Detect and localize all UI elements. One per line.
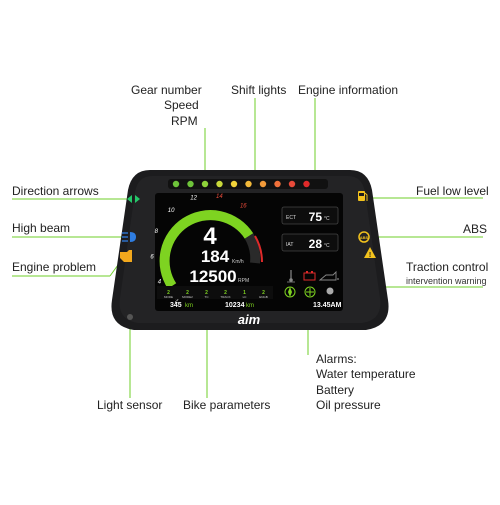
speed-unit: Km/h (232, 259, 244, 265)
label-speed: Speed (164, 98, 199, 112)
label-oil-pressure: Oil pressure (316, 398, 381, 412)
label-battery: Battery (316, 383, 355, 397)
bike-param-value: 1 (243, 290, 246, 296)
svg-text:!: ! (369, 252, 371, 259)
rpm-redline (254, 235, 263, 263)
gauge-tick-label: 8 (155, 229, 159, 235)
status-icon-dot (326, 287, 334, 295)
abs-icon: ABS (358, 231, 370, 243)
fuel-low-icon (358, 191, 368, 201)
shift-light (245, 180, 252, 188)
iat-unit: °C (324, 243, 330, 249)
bike-param-name: MODE2 (182, 295, 193, 299)
label-water-temperature: Water temperature (316, 367, 416, 381)
bike-param-value: 2 (262, 290, 265, 296)
shift-light (172, 180, 180, 188)
rpm-unit: RPM (238, 278, 249, 284)
label-rpm: RPM (171, 114, 198, 128)
battery-icon (303, 271, 316, 281)
bike-param-value: 2 (224, 290, 227, 296)
bike-param-value: 2 (205, 290, 208, 296)
gear-number: 4 (203, 223, 217, 250)
iat-value: 28 (309, 237, 323, 251)
bike-param-value: 2 (167, 290, 170, 296)
shift-light (216, 180, 223, 188)
engine-problem-icon (120, 250, 132, 262)
label-fuel-low-level: Fuel low level (416, 184, 489, 198)
odo-total-unit: km (246, 303, 254, 309)
shift-light (303, 180, 310, 188)
label-shift-lights: Shift lights (231, 83, 287, 97)
iat-label: IAT (286, 242, 293, 248)
rpm-gauge-arc (159, 210, 254, 289)
status-icon-grip (304, 286, 316, 298)
rpm-value: 12500 (189, 267, 236, 286)
shift-light (187, 180, 194, 188)
gauge-tick-label: 14 (216, 194, 223, 200)
ect-unit: °C (324, 216, 330, 222)
status-icon-fan (284, 286, 296, 298)
light-sensor (127, 314, 133, 320)
label-bike-parameters: Bike parameters (183, 398, 271, 412)
iat-box (281, 233, 339, 252)
shift-light (201, 180, 209, 188)
label-alarms: Alarms: (316, 352, 357, 366)
odo-total-value: 10234 (225, 302, 245, 309)
bike-param-name: ENGB (259, 295, 268, 299)
rpm-gauge-arc-rest (244, 233, 261, 264)
odo-trip-value: 345 (170, 302, 182, 309)
shift-light (274, 180, 281, 188)
gauge-tick-label: 2 (174, 299, 179, 305)
gauge-tick-label: 4 (158, 279, 162, 285)
bike-param-name: MODE (164, 295, 173, 299)
gauge-tick-label: 12 (190, 195, 197, 201)
bike-param-name: TC (205, 295, 210, 299)
label-traction-control-sub: intervention warning (406, 276, 487, 286)
traction-control-icon: ! (364, 247, 376, 259)
gauge-tick-label: 16 (240, 204, 247, 210)
odo-trip-unit: km (185, 303, 193, 309)
label-abs: ABS (463, 222, 488, 236)
ect-label: ECT (286, 215, 296, 221)
shift-light (288, 180, 296, 188)
speed-value: 184 (201, 247, 230, 266)
bike-param-name: TRACK (220, 295, 230, 299)
svg-text:ABS: ABS (360, 235, 369, 240)
label-light-sensor: Light sensor (97, 398, 163, 412)
shift-light (259, 180, 267, 188)
label-direction-arrows: Direction arrows (12, 184, 99, 198)
bike-param-name: LC (243, 295, 248, 299)
alarm-icons (287, 270, 339, 283)
label-engine-problem: Engine problem (12, 260, 97, 274)
label-high-beam: High beam (12, 221, 71, 235)
label-traction-control: Traction control (406, 260, 489, 274)
gauge-tick-label: 10 (168, 208, 175, 214)
shift-light (230, 180, 238, 188)
label-gear-number: Gear number (131, 83, 202, 97)
brand-logo: aim (238, 312, 261, 327)
high-beam-icon (122, 232, 136, 242)
oil-pressure-icon (318, 270, 339, 281)
bike-params-row (157, 286, 273, 299)
direction-arrows-icon (127, 195, 140, 203)
ect-box (281, 206, 339, 225)
bike-param-value: 2 (186, 290, 189, 296)
ect-value: 75 (309, 210, 323, 224)
label-engine-information: Engine information (298, 83, 399, 97)
water-temperature-icon (287, 270, 295, 283)
clock-time: 13.45AM (313, 302, 342, 309)
gauge-tick-label: 6 (150, 255, 154, 261)
shift-lights (172, 180, 310, 188)
